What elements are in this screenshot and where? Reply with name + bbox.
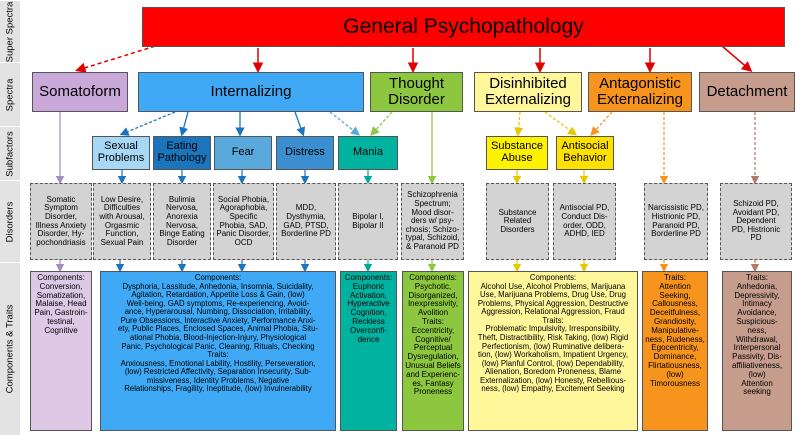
disorders-sexual-problems: Low Desire, Difficulties with Arousal, O… xyxy=(93,183,151,260)
spectrum-thought-disorder: Thought Disorder xyxy=(370,72,463,112)
components-detachment: Traits: Anhedonia, Depressivity, Intimac… xyxy=(722,271,792,431)
disorders-somatoform: Somatic Symptom Disorder, Illness Anxiet… xyxy=(30,183,92,260)
row-label-components: Components & Traits xyxy=(0,262,20,435)
components-somatoform: Components: Conversion, Somatization, Ma… xyxy=(30,271,92,431)
spectrum-somatoform: Somatoform xyxy=(32,72,128,112)
spectrum-antagonistic-externalizing: Antagonistic Externalizing xyxy=(588,72,692,112)
disorders-eating-pathology: Bulimia Nervosa, Anorexia Nervosa, Binge… xyxy=(153,183,211,260)
general-psychopathology-label: General Psychopathology xyxy=(343,15,584,39)
spectrum-disinhibited-externalizing: Disinhibited Externalizing xyxy=(474,72,582,112)
disorders-fear: Social Phobia, Agoraphobia, Specific Pho… xyxy=(213,183,274,260)
components-internalizing: Components: Dysphoria, Lassitude, Anhedo… xyxy=(100,271,336,431)
components-mania: Components: Euphoric Activation, Hyperac… xyxy=(340,271,397,431)
subfactor-substance-abuse: Substance Abuse xyxy=(486,136,548,170)
row-label-disorders: Disorders xyxy=(0,180,20,262)
disorders-substance: Substance Related Disorders xyxy=(486,183,549,260)
components-disinhibited: Components: Alcohol Use, Alcohol Problem… xyxy=(468,271,638,431)
row-label-spectra: Spectra xyxy=(0,62,20,126)
general-psychopathology-box: General Psychopathology xyxy=(142,7,785,47)
subfactor-distress: Distress xyxy=(276,136,334,170)
disorders-thought: Schizophrenia Spectrum; Mood disor- ders… xyxy=(401,183,464,260)
row-label-super-spectra: Super Spectra xyxy=(0,0,20,62)
spectrum-internalizing: Internalizing xyxy=(138,72,364,112)
disorders-antisocial: Antisocial PD, Conduct Dis- order, ODD, … xyxy=(553,183,616,260)
components-antagonistic: Traits: Attention Seeking, Callousness, … xyxy=(642,271,708,431)
row-label-subfactors: Subfactors xyxy=(0,126,20,180)
subfactor-mania: Mania xyxy=(338,136,398,170)
disorders-distress: MDD, Dysthymia, GAD, PTSD, Borderline PD xyxy=(276,183,336,260)
disorders-detachment: Schizoid PD, Avoidant PD, Dependent PD, … xyxy=(720,183,792,260)
disorders-mania: Bipolar I, Bipolar II xyxy=(338,183,398,260)
subfactor-antisocial-behavior: Antisocial Behavior xyxy=(556,136,614,170)
subfactor-sexual-problems: Sexual Problems xyxy=(92,136,150,170)
disorders-antagonistic: Narcissistic PD, Histrionic PD, Paranoid… xyxy=(644,183,708,260)
subfactor-fear: Fear xyxy=(214,136,272,170)
spectrum-detachment: Detachment xyxy=(699,72,795,112)
subfactor-eating-pathology: Eating Pathology xyxy=(153,136,211,170)
components-thought: Components: Psychotic, Disorganized, Ine… xyxy=(402,271,464,431)
